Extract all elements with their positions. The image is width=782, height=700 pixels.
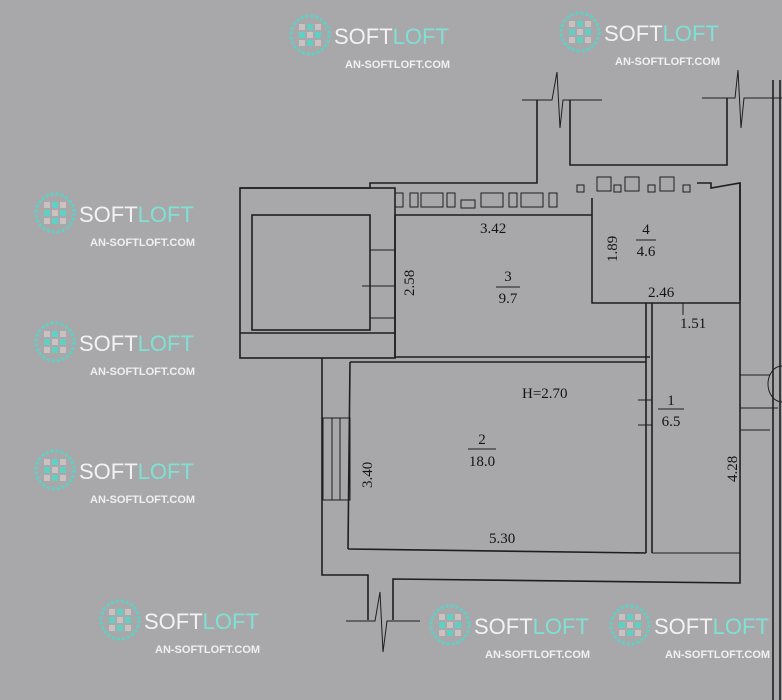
watermark: SOFTLOFT AN-SOFTLOFT.COM	[609, 604, 770, 661]
watermark-url: AN-SOFTLOFT.COM	[90, 494, 195, 506]
watermark-logo-icon	[609, 604, 651, 646]
watermark: SOFTLOFT AN-SOFTLOFT.COM	[559, 11, 720, 68]
watermark-brand: SOFTLOFT	[79, 202, 194, 227]
room-4-width: 2.46	[648, 285, 675, 301]
watermark-logo-icon	[99, 599, 141, 641]
room-3-width: 3.42	[480, 221, 506, 237]
watermark: SOFTLOFT AN-SOFTLOFT.COM	[34, 321, 195, 378]
walls	[239, 69, 782, 700]
watermark-brand: SOFTLOFT	[334, 24, 449, 49]
room-2-area: 18.0	[469, 454, 495, 470]
room-1-depth: 4.28	[725, 456, 741, 482]
watermark: SOFTLOFT AN-SOFTLOFT.COM	[34, 192, 195, 249]
watermark-logo-icon	[34, 321, 76, 363]
watermark: SOFTLOFT AN-SOFTLOFT.COM	[99, 599, 260, 656]
watermark-url: AN-SOFTLOFT.COM	[155, 644, 260, 656]
ceiling-height: H=2.70	[522, 386, 568, 402]
room-2-number: 2	[478, 432, 486, 448]
room-3-number: 3	[504, 269, 512, 285]
watermark-brand: SOFTLOFT	[79, 331, 194, 356]
watermark-url: AN-SOFTLOFT.COM	[345, 59, 450, 71]
watermark-url: AN-SOFTLOFT.COM	[485, 649, 590, 661]
watermark: SOFTLOFT AN-SOFTLOFT.COM	[429, 604, 590, 661]
watermark-url: AN-SOFTLOFT.COM	[665, 649, 770, 661]
watermark-url: AN-SOFTLOFT.COM	[615, 56, 720, 68]
room-1-width: 1.51	[680, 316, 706, 332]
room-4-depth: 1.89	[605, 236, 621, 262]
watermark-brand: SOFTLOFT	[604, 21, 719, 46]
room-labels: 3.42 2.58 3 9.7 1.89 4 4.6 2.46 1.51 1 6…	[360, 221, 741, 547]
watermark-logo-icon	[289, 14, 331, 56]
room-4-number: 4	[642, 222, 650, 238]
ventilation-ducts	[394, 176, 691, 209]
watermark-brand: SOFTLOFT	[654, 614, 769, 639]
room-4-area: 4.6	[637, 244, 656, 260]
watermark-logo-icon	[34, 449, 76, 491]
watermark-logo-icon	[429, 604, 471, 646]
watermark-brand: SOFTLOFT	[144, 609, 259, 634]
watermark-brand: SOFTLOFT	[79, 459, 194, 484]
watermark-logo-icon	[559, 11, 601, 53]
watermark-brand: SOFTLOFT	[474, 614, 589, 639]
room-1-area: 6.5	[662, 414, 681, 430]
watermark: SOFTLOFT AN-SOFTLOFT.COM	[289, 14, 450, 71]
watermark-url: AN-SOFTLOFT.COM	[90, 366, 195, 378]
room-2-width: 5.30	[489, 531, 515, 547]
room-3-area: 9.7	[499, 291, 518, 307]
watermark-url: AN-SOFTLOFT.COM	[90, 237, 195, 249]
watermark-logo-icon	[34, 192, 76, 234]
room-2-depth: 3.40	[360, 462, 376, 488]
watermark: SOFTLOFT AN-SOFTLOFT.COM	[34, 449, 195, 506]
room-3-depth: 2.58	[402, 270, 418, 296]
room-1-number: 1	[667, 393, 675, 409]
watermarks: SOFTLOFT AN-SOFTLOFT.COM SOFTLOFT AN-SOFTLO…	[34, 11, 770, 661]
